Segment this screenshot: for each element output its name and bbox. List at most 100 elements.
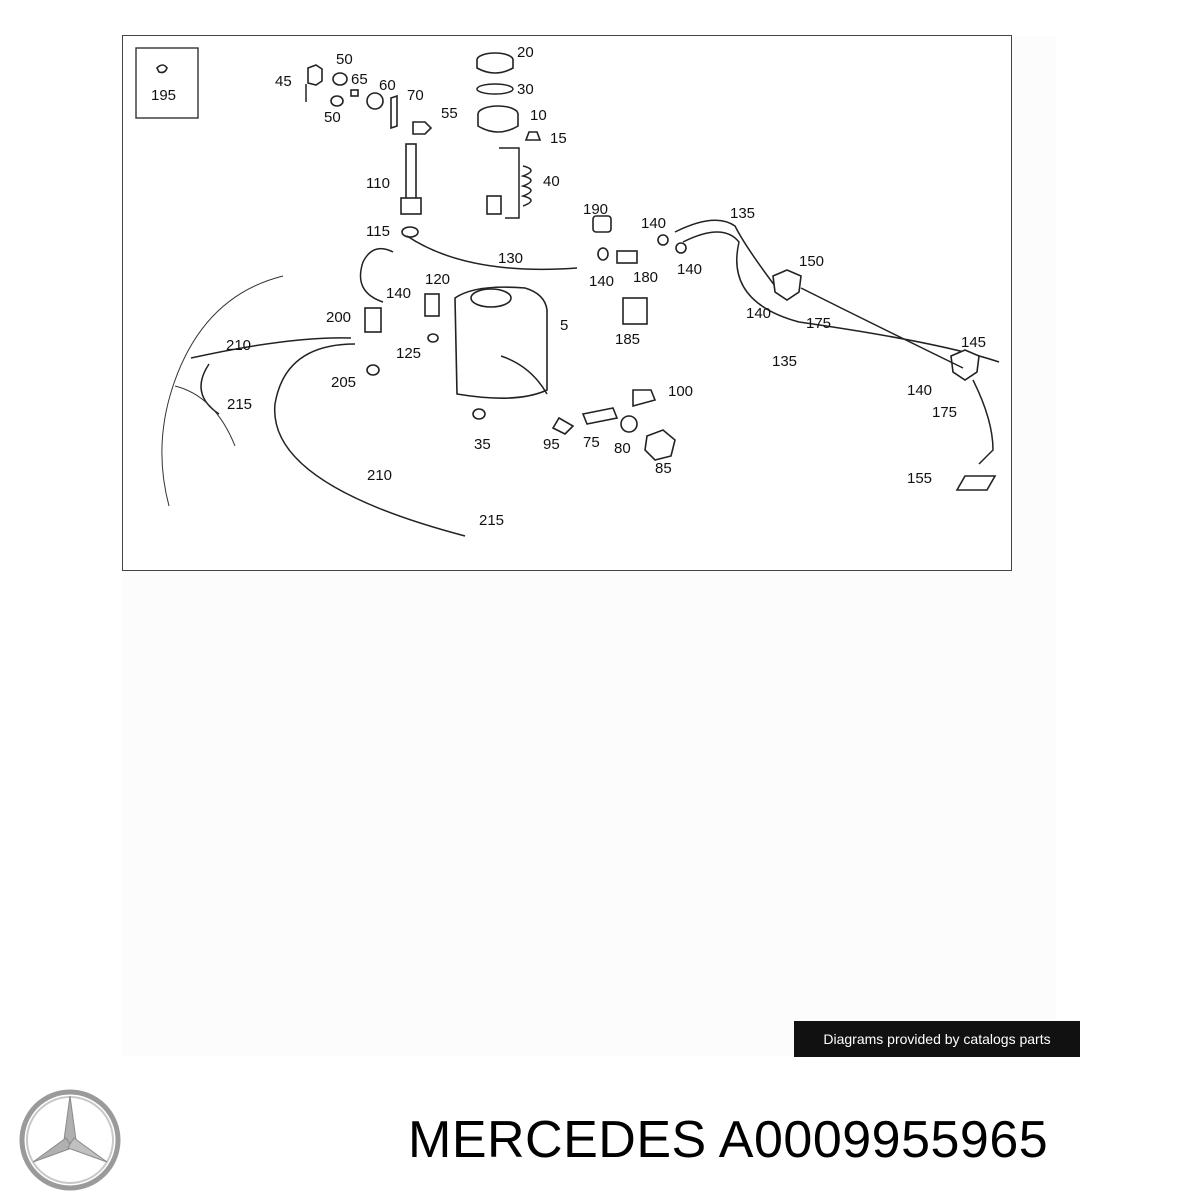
parts-diagram: 195 50 45 65 60 70 50 55 20 30 10 15 40 … xyxy=(135,44,1000,537)
vehicle-outline xyxy=(161,275,284,507)
clip-140a xyxy=(657,234,669,246)
part-15 xyxy=(524,131,542,141)
clip-95 xyxy=(551,416,575,435)
bolt-100 xyxy=(632,389,657,408)
valve-180 xyxy=(616,250,638,264)
nozzle-150 xyxy=(772,269,802,301)
callout-215a: 215 xyxy=(227,396,252,413)
coil-40 xyxy=(520,165,532,207)
parts-diagram-frame: 195 50 45 65 60 70 50 55 20 30 10 15 40 … xyxy=(122,35,1012,571)
hose-135b xyxy=(682,231,1000,363)
part-65 xyxy=(350,89,359,97)
inset-box xyxy=(135,47,199,119)
callout-150: 150 xyxy=(799,253,824,270)
callout-135a: 135 xyxy=(730,205,755,222)
sensor-head xyxy=(400,197,422,215)
callout-85: 85 xyxy=(655,460,672,477)
hose-135a xyxy=(674,219,776,287)
callout-80: 80 xyxy=(614,440,631,457)
coil-frame-40 xyxy=(499,147,520,219)
part-45 xyxy=(307,64,323,86)
hose-nozzle-link xyxy=(800,287,964,369)
callout-100: 100 xyxy=(668,383,693,400)
callout-175a: 175 xyxy=(806,315,831,332)
grommet-35 xyxy=(472,408,486,420)
tank-neck xyxy=(470,288,512,308)
bracket-75 xyxy=(581,407,619,425)
ring-50 xyxy=(332,72,348,86)
callout-75: 75 xyxy=(583,434,600,451)
callout-200: 200 xyxy=(326,309,351,326)
callout-15: 15 xyxy=(550,130,567,147)
callout-35: 35 xyxy=(474,436,491,453)
fitting-190 xyxy=(592,215,612,233)
callout-125: 125 xyxy=(396,345,421,362)
callout-155: 155 xyxy=(907,470,932,487)
grommet-205 xyxy=(366,364,380,376)
hose-130 xyxy=(406,235,578,271)
level-sensor-110 xyxy=(405,143,417,205)
ring-10-body xyxy=(477,114,519,133)
callout-140b: 140 xyxy=(589,273,614,290)
clip-part-195 xyxy=(156,64,168,74)
callout-175b: 175 xyxy=(932,404,957,421)
callout-195: 195 xyxy=(151,87,176,104)
grommet-125 xyxy=(427,333,439,343)
callout-140f: 140 xyxy=(907,382,932,399)
bracket-70 xyxy=(390,94,398,130)
callout-210b: 210 xyxy=(367,467,392,484)
hose-140-loop xyxy=(359,247,394,303)
mercedes-star-logo xyxy=(19,1089,121,1191)
callout-140d: 140 xyxy=(386,285,411,302)
callout-45: 45 xyxy=(275,73,292,90)
callout-145: 145 xyxy=(961,334,986,351)
callout-140c: 140 xyxy=(677,261,702,278)
callout-185: 185 xyxy=(615,331,640,348)
pump-120 xyxy=(424,293,440,317)
callout-50b: 50 xyxy=(324,109,341,126)
bracket-185 xyxy=(622,297,648,325)
washer-80 xyxy=(620,415,638,433)
pump-200 xyxy=(364,307,382,333)
brand-name: MERCEDES xyxy=(408,1111,707,1169)
nozzle-145 xyxy=(950,349,980,381)
callout-70: 70 xyxy=(407,87,424,104)
callout-95: 95 xyxy=(543,436,560,453)
callout-5: 5 xyxy=(560,317,568,334)
callout-135b: 135 xyxy=(772,353,797,370)
callout-140a: 140 xyxy=(641,215,666,232)
clip-140c xyxy=(675,242,687,254)
callout-130: 130 xyxy=(498,250,523,267)
seal-30 xyxy=(476,83,514,95)
vehicle-edge xyxy=(174,385,236,447)
callout-210a: 210 xyxy=(226,337,251,354)
bracket-155 xyxy=(955,475,997,491)
callout-115: 115 xyxy=(366,223,390,240)
callout-55: 55 xyxy=(441,105,458,122)
hose-155 xyxy=(972,379,994,465)
callout-30: 30 xyxy=(517,81,534,98)
callout-20: 20 xyxy=(517,44,534,61)
credit-banner: Diagrams provided by catalogs parts xyxy=(794,1021,1080,1057)
grommet-115 xyxy=(401,226,419,238)
part-title: MERCEDES A0009955965 xyxy=(408,1110,1048,1170)
ring-50b xyxy=(330,95,344,107)
callout-205: 205 xyxy=(331,374,356,391)
callout-215b: 215 xyxy=(479,512,504,529)
clip-140b xyxy=(597,247,609,261)
nut-85 xyxy=(644,429,676,461)
tank-leader xyxy=(500,355,548,395)
callout-60: 60 xyxy=(379,77,396,94)
part-number: A0009955965 xyxy=(718,1111,1049,1169)
gear-60 xyxy=(366,92,384,110)
callout-120: 120 xyxy=(425,271,450,288)
callout-140e: 140 xyxy=(746,305,771,322)
cap-20-body xyxy=(476,60,514,74)
callout-190: 190 xyxy=(583,201,608,218)
callout-65: 65 xyxy=(351,71,368,88)
callout-180: 180 xyxy=(633,269,658,286)
callout-40: 40 xyxy=(543,173,560,190)
hose-210a xyxy=(190,337,352,359)
hose-210b xyxy=(274,343,466,537)
callout-10: 10 xyxy=(530,107,547,124)
